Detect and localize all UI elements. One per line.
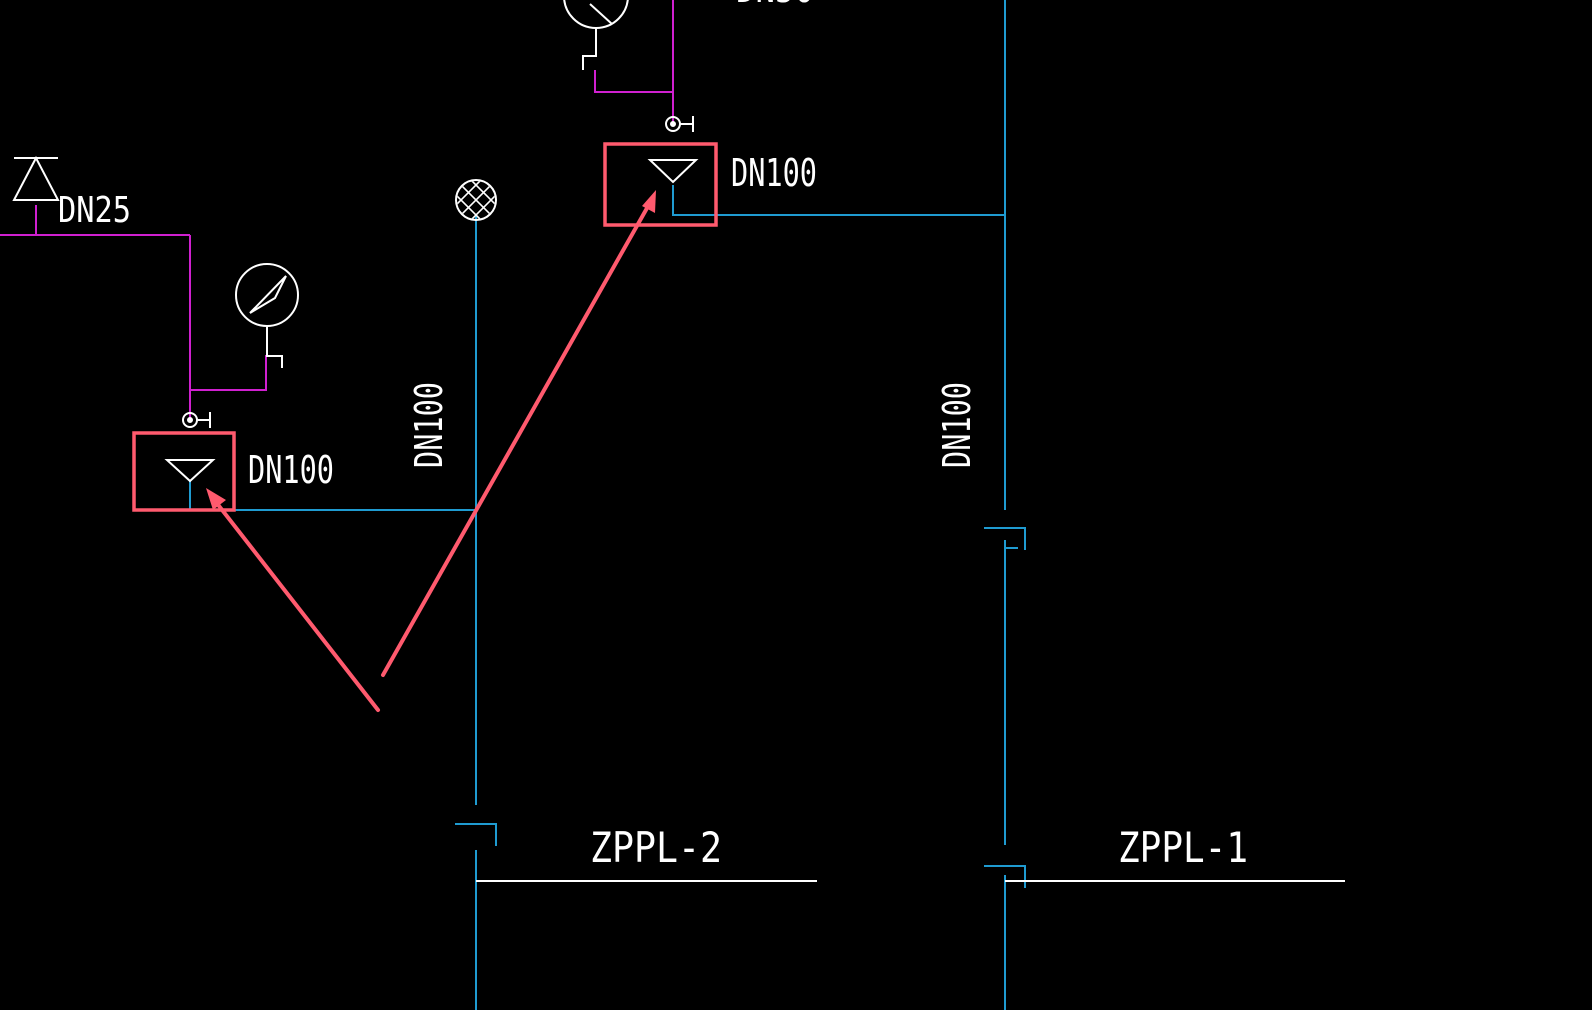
supply-pipe-left-gauge-branch [190,355,267,391]
highlight-box-left [132,431,236,512]
valve-top-icon [665,116,694,132]
label-dn25: DN25 [58,190,131,231]
annotations [132,142,718,712]
label-dn100-left: DN100 [248,448,334,492]
supply-pipes [0,0,674,420]
funnel-left-icon [164,459,216,483]
label-zppl-2: ZPPL-2 [590,823,722,872]
supply-pipe-top-gauge-branch [594,70,673,93]
pressure-gauge-top-icon [563,0,629,70]
drain-pipes [189,0,1026,1010]
valve-left-icon [182,412,211,428]
pressure-gauge-left-icon [235,263,299,368]
label-dn100-top: DN100 [731,151,817,195]
label-zppl-1: ZPPL-1 [1118,823,1248,872]
funnel-top-icon [647,159,699,184]
highlight-box-top [603,142,718,227]
vent-cap-icon [455,179,497,221]
symbols [12,0,1345,882]
air-vent-icon [12,155,60,201]
drain-pipe-top-funnel-outlet [672,185,1005,216]
riser-fitting-zppl-1-mid [984,527,1026,550]
annotation-arrow-top [381,190,656,677]
label-dn100-vertical-mid: DN100 [407,382,451,468]
label-top-partial: DN50 [736,0,814,11]
annotation-arrow-left [206,488,380,712]
label-dn100-vertical-right: DN100 [935,382,979,468]
riser-fitting-zppl-2 [455,823,497,846]
